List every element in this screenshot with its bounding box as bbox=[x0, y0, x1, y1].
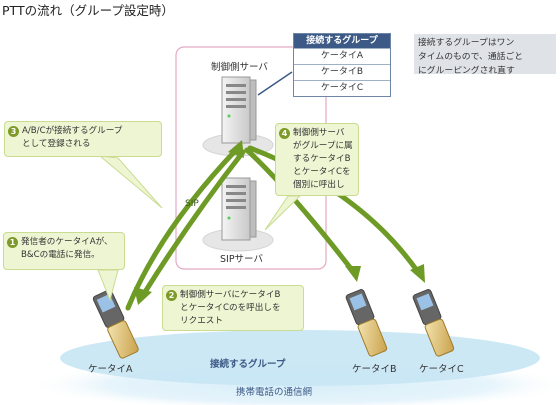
step-text: するケータイB bbox=[293, 154, 351, 164]
step-text: A/B/Cが接続するグループ bbox=[22, 126, 123, 136]
group-table-row: ケータイA bbox=[294, 48, 390, 64]
group-ellipse bbox=[60, 330, 540, 386]
arrow-head-a bbox=[134, 287, 152, 305]
group-table-row: ケータイC bbox=[294, 80, 390, 96]
note-line: タイムのもので、通話ごと bbox=[418, 52, 524, 62]
step-number-badge: 3 bbox=[8, 126, 19, 137]
group-note: 接続するグループはワン タイムのもので、通話ごと にグルーピングされ直す bbox=[414, 34, 556, 76]
arrow-head-up bbox=[228, 140, 244, 158]
step-number-badge: 2 bbox=[166, 290, 177, 301]
step-text: 発信者のケータイAが、 bbox=[21, 237, 113, 247]
page-title: PTTの流れ（グループ設定時） bbox=[2, 3, 174, 18]
network-label: 携帯電話の通信網 bbox=[236, 387, 313, 398]
phone-a-label: ケータイA bbox=[88, 364, 133, 375]
control-server-icon bbox=[221, 76, 257, 144]
callout-4-pointer bbox=[264, 195, 302, 231]
step-number-badge: 4 bbox=[279, 128, 290, 139]
step-text: 個別に呼出し bbox=[293, 180, 345, 190]
step-4-callout: 4 制御側サーバ がグループに属 するケータイB とケータイCを 個別に呼出し bbox=[275, 123, 359, 196]
note-line: にグルーピングされ直す bbox=[418, 66, 515, 76]
phone-c-icon bbox=[412, 289, 455, 357]
step-text: として登録される bbox=[22, 139, 91, 149]
arrow-server-to-a bbox=[142, 149, 246, 295]
step-text: がグループに属 bbox=[293, 141, 353, 151]
table-connector bbox=[257, 71, 293, 96]
step-text: とケータイCを bbox=[293, 167, 351, 177]
phone-b-icon bbox=[345, 289, 388, 357]
control-server-label: 制御側サーバ bbox=[211, 62, 268, 73]
step-1-callout: 1 発信者のケータイAが、 B&Cの電話に発信。 bbox=[3, 232, 125, 270]
step-text: B&Cの電話に発信。 bbox=[21, 250, 100, 260]
phone-b-label: ケータイB bbox=[352, 364, 397, 375]
sip-server-label: SIPサーバ bbox=[220, 254, 263, 265]
sip-server-icon bbox=[221, 177, 257, 241]
group-table-row: ケータイB bbox=[294, 64, 390, 80]
step-text: リクエスト bbox=[180, 316, 223, 326]
step-text: 制御側サーバにケータイB bbox=[180, 290, 281, 300]
sip-label: SIP bbox=[185, 199, 199, 209]
arrow-head-b bbox=[345, 266, 361, 282]
phone-c-label: ケータイC bbox=[419, 364, 464, 375]
group-table: 接続するグループ ケータイA ケータイB ケータイC bbox=[293, 33, 391, 97]
step-3-callout: 3 A/B/Cが接続するグループ として登録される bbox=[4, 121, 162, 157]
note-line: 接続するグループはワン bbox=[418, 38, 515, 48]
callout-1-pointer bbox=[97, 269, 119, 302]
arrow-head-c bbox=[410, 264, 425, 283]
group-table-header: 接続するグループ bbox=[294, 34, 390, 48]
step-text: 制御側サーバ bbox=[293, 128, 345, 138]
step-number-badge: 1 bbox=[7, 237, 18, 248]
group-label: 接続するグループ bbox=[210, 359, 286, 370]
step-text: とケータイCのを呼出しを bbox=[180, 303, 281, 313]
callout-3-pointer bbox=[98, 155, 163, 209]
step-2-callout: 2 制御側サーバにケータイB とケータイCのを呼出しを リクエスト bbox=[162, 285, 304, 331]
